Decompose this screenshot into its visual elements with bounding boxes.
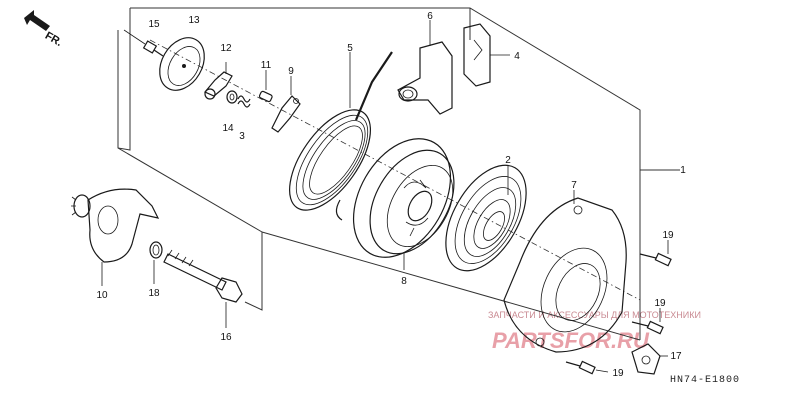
watermark-brand: PARTSFOR.RU [492, 328, 650, 353]
callout-part-7: 7 [571, 180, 577, 191]
part-15-bolt [123, 29, 164, 57]
assembly-axis [149, 39, 641, 301]
callout-part-1: 1 [680, 165, 686, 176]
callout-part-15: 15 [148, 19, 160, 30]
callout-part-3: 3 [239, 131, 245, 142]
watermark-tagline: ЗАПЧАСТИ И АКСЕССУАРЫ ДЛЯ МОТОТЕХНИКИ [488, 310, 701, 320]
callout-part-16: 16 [220, 332, 232, 343]
part-10-pulley [71, 188, 160, 286]
callout-part-6: 6 [427, 11, 433, 22]
part-4-grip-insert [463, 23, 510, 87]
callout-part-8: 8 [401, 276, 407, 287]
front-arrow-icon [24, 10, 50, 31]
callout-part-11: 11 [261, 60, 272, 71]
part-13-cover-plate [159, 37, 205, 91]
callout-part-12: 12 [220, 43, 232, 54]
part-callouts: 1 2 3 4 5 6 7 8 9 10 11 12 13 14 15 16 1… [96, 11, 686, 379]
part-17-clip [631, 343, 668, 375]
callout-part-19-middle: 19 [654, 298, 666, 309]
part-19-bolt-lower [565, 360, 609, 375]
part-19-bolt-middle [631, 308, 664, 335]
part-6-starter-grip [397, 20, 453, 115]
part-11-pin [258, 70, 273, 103]
callout-part-9: 9 [288, 66, 294, 77]
part-7-starter-case [503, 190, 627, 353]
callout-part-17: 17 [670, 351, 682, 362]
diagram-code: HN74-E1800 [670, 375, 740, 386]
part-3-spring [237, 95, 251, 108]
assembly-frame [117, 7, 680, 341]
front-direction-label: FR. [43, 30, 64, 49]
callout-part-13: 13 [188, 15, 200, 26]
part-12-ratchet [204, 62, 233, 100]
callout-part-19-upper: 19 [662, 230, 674, 241]
part-5-starter-rope [288, 51, 393, 221]
callout-part-19-lower: 19 [612, 368, 624, 379]
callout-part-14: 14 [222, 123, 234, 134]
callout-part-10: 10 [96, 290, 108, 301]
callout-part-5: 5 [347, 43, 353, 54]
callout-part-18: 18 [148, 288, 160, 299]
front-direction-indicator: FR. [24, 10, 64, 49]
part-8-starter-reel [352, 138, 455, 270]
part-19-bolt-upper [639, 240, 672, 267]
part-16-bolt [163, 249, 243, 328]
part-2-recoil-spring [445, 164, 527, 272]
callout-part-2: 2 [505, 155, 511, 166]
part-18-washer [149, 241, 163, 284]
part-14-spring [226, 90, 238, 104]
watermark: ЗАПЧАСТИ И АКСЕССУАРЫ ДЛЯ МОТОТЕХНИКИ PA… [488, 310, 701, 353]
part-9-pawl [271, 76, 301, 133]
callout-part-4: 4 [514, 51, 520, 62]
